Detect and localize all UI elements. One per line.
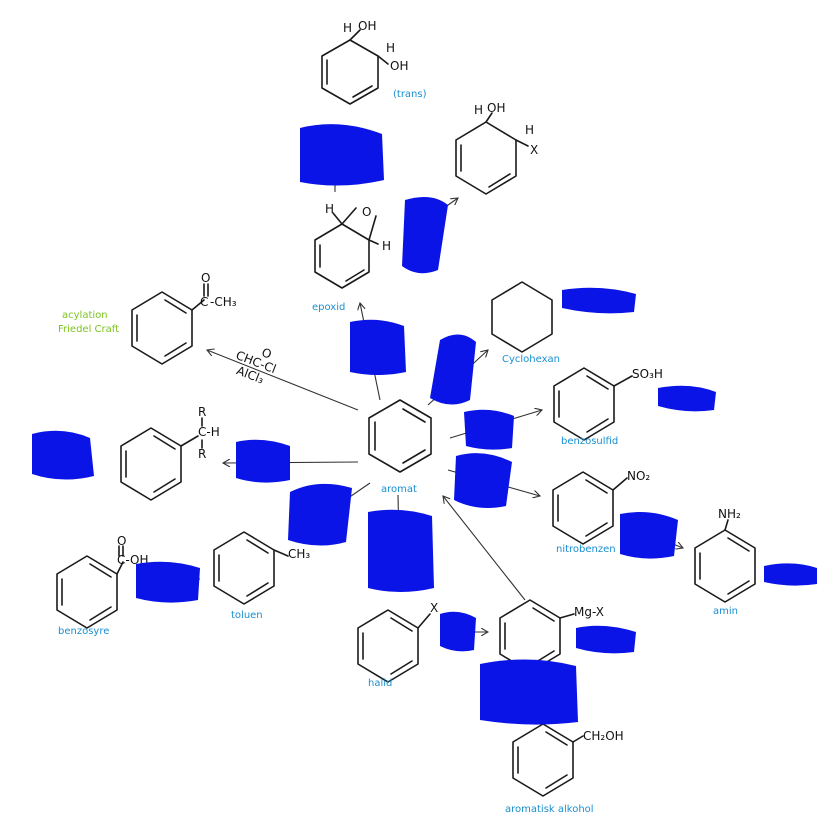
epoxid-label: epoxid	[312, 302, 345, 313]
halid-label: halid	[368, 678, 392, 689]
ch2oh-text: CH₂OH	[583, 729, 624, 743]
redaction-mark	[658, 385, 716, 412]
acyl-benzene-structure	[131, 283, 209, 365]
redaction-mark	[480, 659, 578, 725]
acyl-ch3: -CH₃	[210, 295, 237, 309]
benzosulfid-label: benzosulfid	[561, 436, 618, 447]
acyl-o: O	[201, 271, 210, 285]
epoxid-structure	[314, 207, 379, 289]
reagent-o: O	[260, 345, 274, 361]
amin-structure	[694, 519, 756, 603]
halid-structure	[357, 609, 431, 683]
diol-h2: H	[386, 41, 395, 55]
redaction-mark	[764, 563, 817, 586]
alkyl-benzene-structure	[120, 417, 203, 501]
alkyl-ch: C-H	[198, 425, 220, 439]
redaction-mark	[288, 483, 352, 546]
toluen-ch3: CH₃	[288, 547, 310, 561]
halid-x: X	[430, 601, 438, 615]
aromatic-alcohol-structure	[512, 723, 584, 797]
halohydrin-h2: H	[525, 123, 534, 137]
redaction-mark	[368, 509, 434, 592]
redaction-mark	[236, 439, 290, 483]
redaction-mark	[402, 196, 448, 274]
redaction-mark	[430, 334, 476, 405]
halohydrin-oh: OH	[487, 101, 505, 115]
redaction-mark	[562, 287, 636, 314]
cyclohexan-label: Cyclohexan	[502, 354, 560, 365]
reagent-block: O CHC-Cl AlCl₃	[234, 345, 278, 386]
grignard-mgx: Mg-X	[574, 605, 604, 619]
redaction-mark	[620, 512, 678, 559]
diol-h1: H	[343, 21, 352, 35]
aromat-label: aromat	[381, 484, 417, 495]
arrow-from-grignard	[443, 496, 526, 601]
alkyl-r1: R	[198, 405, 206, 419]
redaction-mark	[350, 319, 406, 375]
redaction-mark	[440, 611, 476, 652]
benzosyre-label: benzosyre	[58, 626, 109, 637]
acyl-c: C	[200, 295, 208, 309]
annotation-line2: Friedel Craft	[58, 324, 119, 335]
benzosyre-o: O	[117, 534, 126, 548]
annotation-line1: acylation	[62, 310, 108, 321]
toluen-structure	[213, 531, 289, 605]
so3h-text: SO₃H	[632, 367, 663, 381]
arrow-to-acyl	[207, 350, 359, 411]
trans-diol-structure	[321, 29, 389, 105]
nitrobenzen-label: nitrobenzen	[556, 544, 616, 555]
toluen-label: toluen	[231, 610, 263, 621]
alkyl-r2: R	[198, 447, 206, 461]
redaction-mark	[454, 453, 512, 508]
diol-oh2: OH	[390, 59, 408, 73]
nitrobenzen-structure	[552, 471, 628, 545]
epoxid-o: O	[362, 205, 371, 219]
cyclohexan-structure	[491, 281, 553, 353]
redaction-mark	[300, 124, 384, 186]
epoxid-h1: H	[325, 202, 334, 216]
epoxid-h2: H	[382, 239, 391, 253]
halohydrin-h1: H	[474, 103, 483, 117]
aromatic-alcohol-label: aromatisk alkohol	[505, 804, 594, 815]
halohydrin-x: X	[530, 143, 538, 157]
redaction-mark	[32, 430, 94, 480]
trans-label: (trans)	[393, 89, 427, 100]
aromat-benzene	[368, 399, 432, 473]
nh2-text: NH₂	[718, 507, 741, 521]
redaction-mark	[136, 561, 200, 603]
benzosulfid-structure	[553, 367, 633, 441]
diol-oh1: OH	[358, 19, 376, 33]
redaction-scribbles	[32, 124, 817, 725]
amin-label: amin	[713, 606, 738, 617]
no2-text: NO₂	[627, 469, 650, 483]
halohydrin-structure	[455, 112, 529, 195]
benzosyre-structure	[56, 545, 124, 629]
redaction-mark	[576, 625, 636, 654]
redaction-mark	[464, 409, 514, 450]
